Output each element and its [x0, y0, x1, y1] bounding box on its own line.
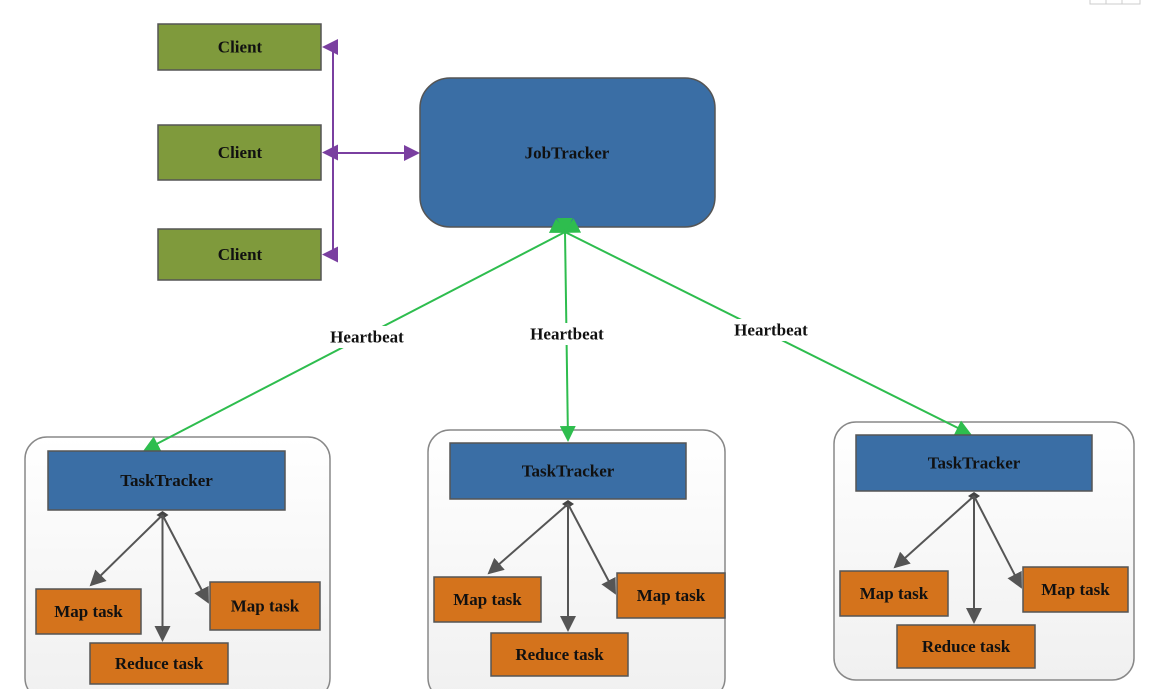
jobtracker-label: JobTracker — [525, 144, 610, 163]
map-task-box — [839, 570, 949, 617]
heartbeat-label-bg — [317, 326, 417, 348]
tasktracker-box — [449, 442, 687, 500]
heartbeat-label: Heartbeat — [734, 321, 808, 340]
task-arrow — [161, 514, 209, 604]
task-arrow — [973, 495, 1022, 589]
map-task-label: Map task — [637, 586, 706, 605]
map-task-label: Map task — [860, 584, 929, 603]
client-box — [157, 23, 322, 71]
client-label: Client — [218, 245, 263, 264]
map-task-label: Map task — [231, 597, 300, 616]
map-task-label: Map task — [1041, 580, 1110, 599]
map-task-box — [1022, 566, 1129, 613]
reduce-task-label: Reduce task — [515, 645, 604, 664]
reduce-task-box — [896, 624, 1036, 669]
map-task-box — [209, 581, 321, 631]
heartbeat-label: Heartbeat — [330, 328, 404, 347]
heartbeat-label: Heartbeat — [530, 325, 604, 344]
map-task-label: Map task — [453, 590, 522, 609]
tasktracker-box — [47, 450, 286, 511]
reduce-task-label: Reduce task — [922, 637, 1011, 656]
task-arrow — [487, 503, 569, 575]
client-box — [157, 124, 322, 181]
reduce-task-label: Reduce task — [115, 654, 204, 673]
client-label: Client — [218, 143, 263, 162]
table-fragment — [1089, 0, 1141, 5]
task-arrow — [89, 514, 164, 587]
tasktracker-box — [855, 434, 1093, 492]
map-task-box — [616, 572, 726, 619]
map-task-label: Map task — [54, 602, 123, 621]
heartbeat-label-bg — [721, 319, 821, 341]
reduce-task-box — [89, 642, 229, 685]
map-task-box — [433, 576, 542, 623]
task-arrow — [893, 495, 975, 569]
reduce-task-box — [490, 632, 629, 677]
tasktracker-label: TaskTracker — [928, 454, 1021, 473]
task-arrow — [567, 503, 616, 595]
map-task-box — [35, 588, 142, 635]
tasktracker-label: TaskTracker — [120, 471, 213, 490]
client-label: Client — [218, 38, 263, 57]
tasktracker-label: TaskTracker — [522, 462, 615, 481]
